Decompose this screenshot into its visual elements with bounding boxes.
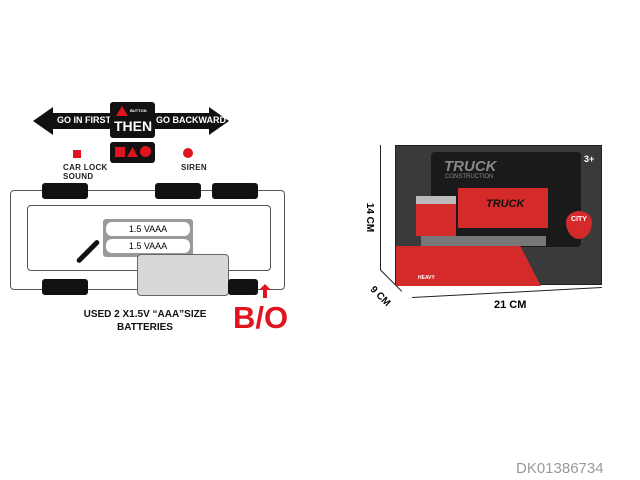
battery-1-label: 1.5 VAAA [128,224,168,234]
button-label: BUTTON [130,108,147,113]
triangle-icon [127,147,138,157]
battery-2-label: 1.5 VAAA [128,241,168,251]
product-code: DK01386734 [516,460,604,477]
control-diagram: GO IN FIRST GO BACKWARD BUTTON THEN CAR … [30,98,290,188]
city-badge: CITY [566,211,592,239]
car-lock-square-icon [73,150,81,158]
wheel [228,279,258,295]
battery-note-line1: USED 2 X1.5V “AAA”SIZE [83,309,207,320]
arrow-up-icon [259,284,271,298]
age-label: 3+ [584,154,595,164]
then-box: BUTTON THEN [110,102,155,138]
then-label: THEN [114,118,153,134]
width-label: 21 CM [494,299,527,311]
wheel [42,183,88,199]
siren-label: SIREN [181,163,207,172]
product-box: TRUCK CONSTRUCTION 3+ TRUCK CITY HEAVY [395,145,602,286]
circle-icon [140,146,151,157]
battery-compartment: 1.5 VAAA 1.5 VAAA [103,219,193,257]
brand-logo: TRUCK [444,158,497,175]
heavy-label: HEAVY [418,275,435,281]
button-combo-box [110,142,155,163]
sound-label: SOUND [63,172,94,181]
city-label: CITY [571,216,587,223]
truck-text: TRUCK [486,198,525,210]
width-dimension-line [412,287,602,298]
wheel [155,183,201,199]
brand-sub: CONSTRUCTION [445,174,494,180]
height-dimension-line [380,145,381,270]
chassis-diagram: 1.5 VAAA 1.5 VAAA [10,190,285,296]
go-backward-label: GO BACKWARD [156,115,226,125]
go-forward-label: GO IN FIRST [57,115,111,125]
wheel [212,183,258,199]
square-icon [115,147,125,157]
battery-cover [137,254,229,296]
wheel [42,279,88,295]
car-lock-label: CAR LOCK [63,163,108,172]
triangle-icon [116,106,128,116]
battery-note-line2: BATTERIES [117,322,173,333]
switch-label: B/O [233,300,289,335]
siren-circle-icon [183,148,193,158]
depth-label: 9 CM [367,284,393,309]
height-label: 14 CM [364,202,376,233]
truck-image: TRUCK [416,188,551,248]
